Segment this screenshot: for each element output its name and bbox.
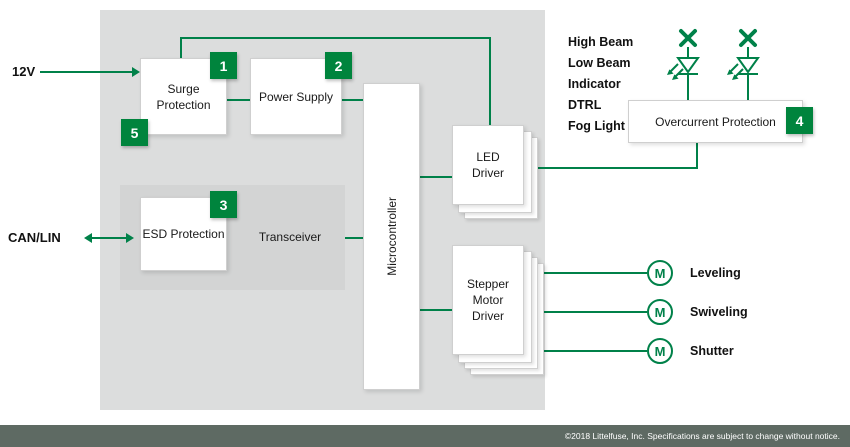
wire-rail-top (180, 37, 490, 39)
arrowhead-canlin-left (84, 233, 92, 243)
label-indicator: Indicator (568, 77, 621, 91)
label-low-beam: Low Beam (568, 56, 631, 70)
label-fog-light: Fog Light (568, 119, 625, 133)
badge-4: 4 (786, 107, 813, 134)
label-12v: 12V (12, 64, 36, 79)
overcurrent-protection-block: Overcurrent Protection (628, 100, 803, 143)
wire-led1-overcurrent (687, 93, 689, 101)
badge-3: 3 (210, 191, 237, 218)
wire-12v-input (40, 71, 132, 73)
transceiver-label: Transceiver (258, 230, 322, 244)
label-leveling: Leveling (690, 266, 741, 280)
motor-symbol-leveling: M (647, 260, 673, 286)
label-canlin: CAN/LIN (8, 230, 61, 245)
led-diode-icon (669, 47, 700, 94)
wire-leddriver-overcurrent-h (536, 167, 698, 169)
microcontroller-label: Microcontroller (384, 197, 399, 276)
esd-protection-label: ESD Protection (142, 227, 225, 241)
label-high-beam: High Beam (568, 35, 634, 49)
esd-protection-block: ESD Protection (140, 197, 227, 271)
x-mark-icon (679, 29, 697, 47)
wire-stepper-leveling (540, 272, 647, 274)
wire-stepper-swiveling (540, 311, 647, 313)
power-supply-label: Power Supply (258, 89, 334, 104)
stepper-driver-label: Stepper Motor Driver (466, 277, 510, 323)
label-swiveling: Swiveling (690, 305, 748, 319)
badge-2: 2 (325, 52, 352, 79)
wire-surge-power (225, 99, 250, 101)
label-shutter: Shutter (690, 344, 734, 358)
wire-leddriver-overcurrent-v (696, 141, 698, 169)
overcurrent-protection-label: Overcurrent Protection (655, 114, 776, 129)
led-driver-block: LED Driver (452, 125, 524, 205)
badge-1: 1 (210, 52, 237, 79)
motor-symbol-shutter: M (647, 338, 673, 364)
arrowhead-canlin-right (126, 233, 134, 243)
x-mark-icon (739, 29, 757, 47)
wire-stepper-shutter (540, 350, 647, 352)
wire-rail-up (180, 37, 182, 58)
wire-power-micro (340, 99, 363, 101)
badge-5: 5 (121, 119, 148, 146)
motor-symbol-swiveling: M (647, 299, 673, 325)
led-driver-label: LED Driver (472, 150, 504, 180)
footer-text: ©2018 Littelfuse, Inc. Specifications ar… (564, 431, 840, 441)
wire-led2-overcurrent (747, 93, 749, 101)
arrowhead-12v (132, 67, 140, 77)
footer-bar: ©2018 Littelfuse, Inc. Specifications ar… (0, 425, 850, 447)
wire-rail-down (489, 37, 491, 125)
label-dtrl: DTRL (568, 98, 602, 112)
led-symbol-2 (727, 29, 760, 94)
wire-transceiver-micro (345, 237, 363, 239)
surge-protection-label: Surge Protection (156, 81, 211, 112)
wire-micro-stepper (418, 309, 452, 311)
wire-canlin (92, 237, 126, 239)
led-symbol-1 (667, 29, 700, 94)
microcontroller-block: Microcontroller (363, 83, 420, 390)
led-diode-icon (729, 47, 760, 94)
stepper-driver-block: Stepper Motor Driver (452, 245, 524, 355)
wire-micro-leddriver (418, 176, 452, 178)
